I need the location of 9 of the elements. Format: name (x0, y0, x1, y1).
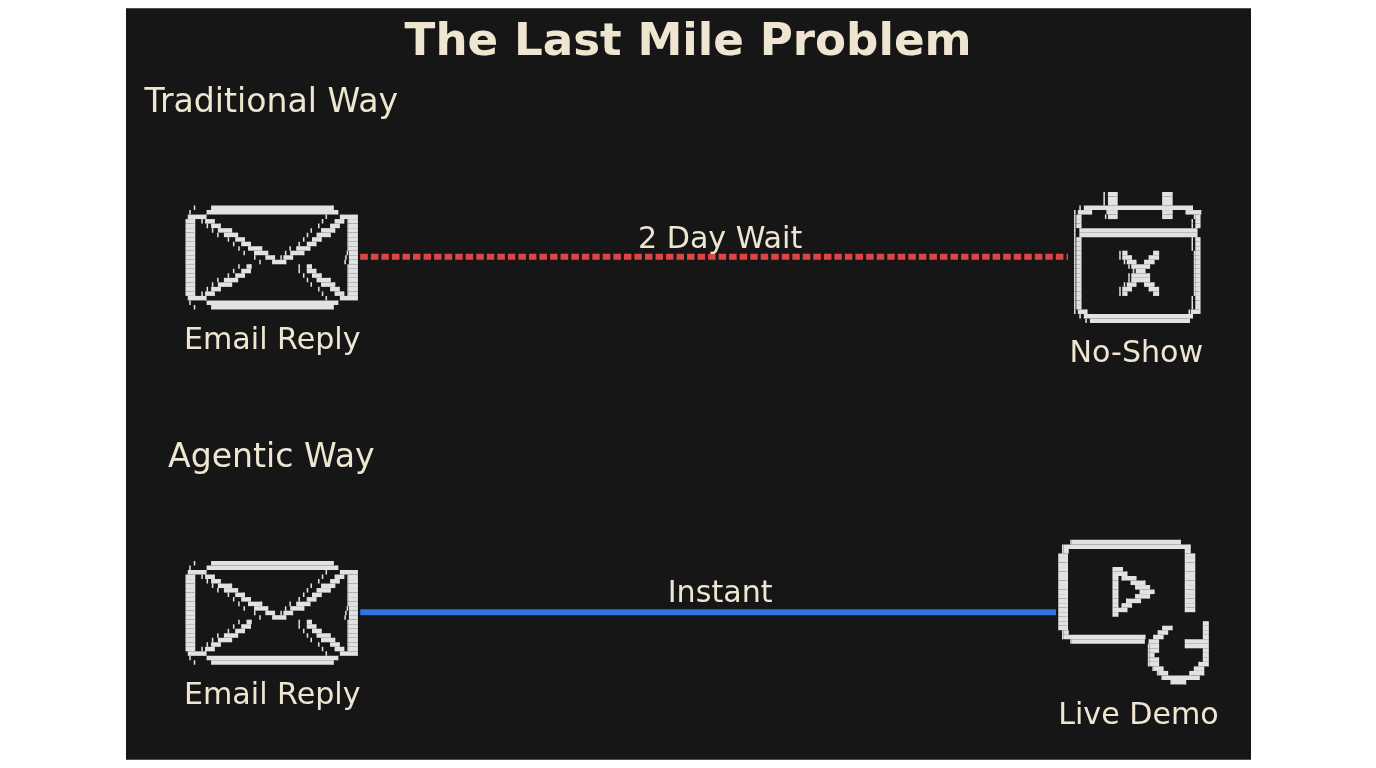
label: Agentic Way (167, 435, 375, 475)
node-label: No-Show (1069, 334, 1203, 370)
diagram-title: The Last Mile Problem (404, 12, 972, 66)
label: Traditional Way (144, 80, 398, 120)
node-label: Email Reply (183, 320, 360, 356)
node-label: Email Reply (183, 676, 360, 712)
node-label: Live Demo (1057, 695, 1219, 731)
edge-label: 2 Day Wait (637, 219, 802, 255)
edge-label: Instant (667, 573, 773, 609)
